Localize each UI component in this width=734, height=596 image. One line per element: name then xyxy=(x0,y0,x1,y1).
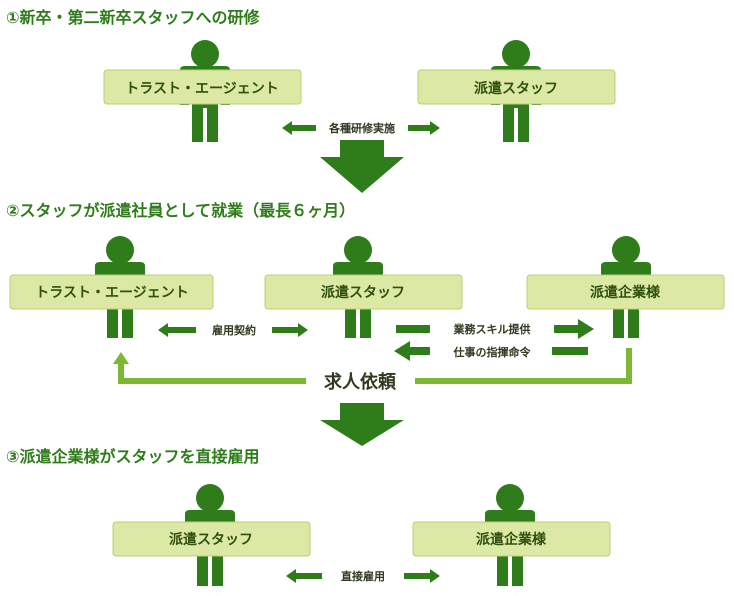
client-label-3: 派遣企業様 xyxy=(476,531,547,548)
client-label: 派遣企業様 xyxy=(590,284,661,301)
staff-label-2: 派遣スタッフ xyxy=(321,284,405,301)
staff-box-2: 派遣スタッフ xyxy=(264,274,463,310)
down-arrow-icon xyxy=(320,140,404,193)
skill-service-label: 業務スキル提供 xyxy=(453,322,531,336)
request-label: 求人依頼 xyxy=(324,371,397,393)
staff-box-3: 派遣スタッフ xyxy=(112,521,311,557)
section2-title: ②スタッフが派遣社員として就業（最長６ヶ月） xyxy=(6,201,355,220)
client-box-3: 派遣企業様 xyxy=(412,521,611,557)
staff-box: 派遣スタッフ xyxy=(417,69,616,105)
double-arrow-contract xyxy=(158,323,308,337)
client-box: 派遣企業様 xyxy=(526,274,725,310)
section1-title: ①新卒・第二新卒スタッフへの研修 xyxy=(6,8,261,27)
staff-label-3: 派遣スタッフ xyxy=(169,531,253,548)
down-arrow-icon xyxy=(320,403,404,446)
section3-title: ③派遣企業様がスタッフを直接雇用 xyxy=(6,447,260,466)
request-flow-arrow xyxy=(113,348,632,384)
double-arrow-direct-hire xyxy=(286,569,440,583)
arrow-work-command xyxy=(394,341,588,361)
arrow-skill-service xyxy=(396,319,594,339)
direct-hire-label: 直接雇用 xyxy=(341,569,385,583)
work-command-label: 仕事の指揮命令 xyxy=(453,345,532,359)
trust-agent-label-2: トラスト・エージェント xyxy=(35,285,188,301)
double-arrow-training xyxy=(282,121,440,135)
trust-agent-box: トラスト・エージェント xyxy=(103,69,302,105)
trust-agent-label: トラスト・エージェント xyxy=(125,81,278,97)
contract-label: 雇用契約 xyxy=(212,323,256,337)
training-label: 各種研修実施 xyxy=(328,121,395,135)
staff-label: 派遣スタッフ xyxy=(474,80,558,97)
trust-agent-box-2: トラスト・エージェント xyxy=(9,274,214,310)
